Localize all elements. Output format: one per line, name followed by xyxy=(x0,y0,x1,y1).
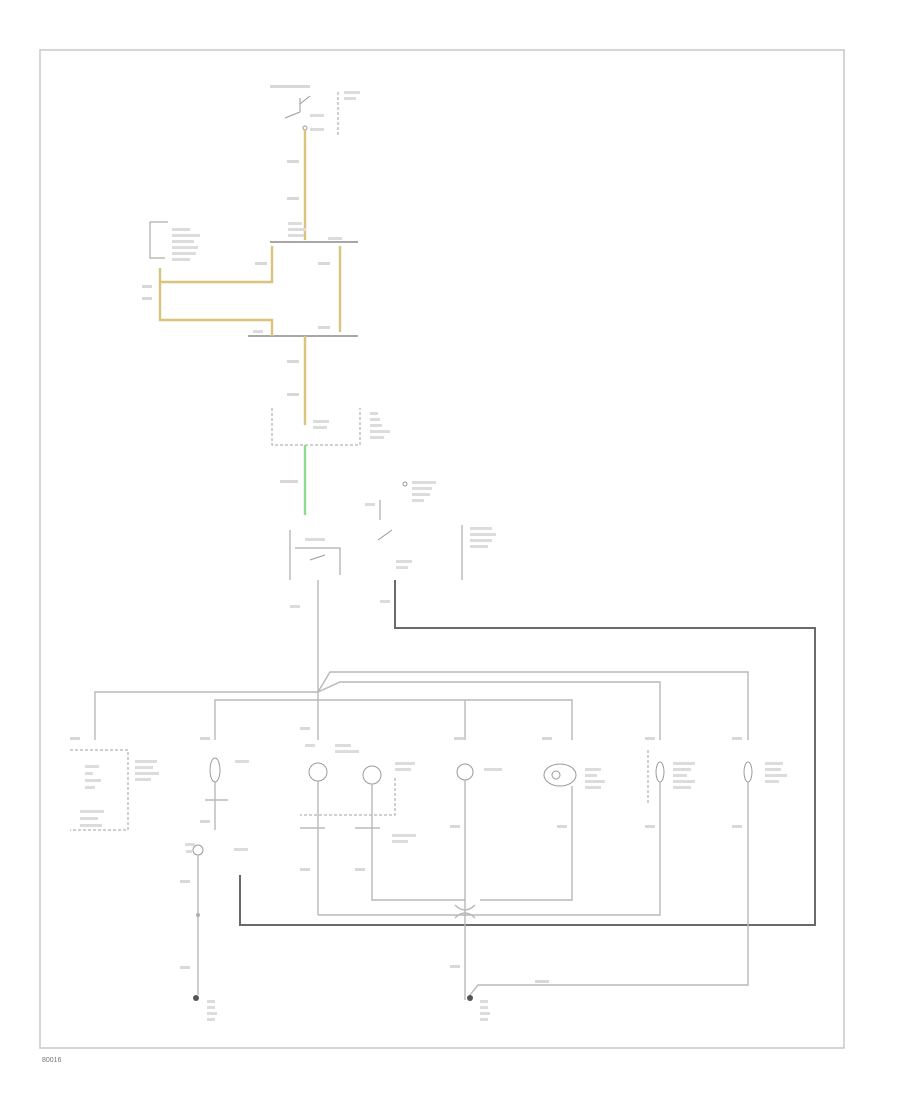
green-wire-tag xyxy=(280,480,298,483)
lamp-3 xyxy=(300,744,359,915)
module-left xyxy=(70,749,159,831)
dist-bus-outer xyxy=(94,691,318,740)
jumper-tags xyxy=(142,262,330,329)
diagram-frame xyxy=(39,49,845,1049)
dist-bus-a xyxy=(317,671,749,740)
dimmer-box xyxy=(271,408,390,446)
ground-left xyxy=(180,855,217,1021)
feed-mid-tags xyxy=(287,360,299,396)
lamp-2 xyxy=(185,757,249,856)
left-switch xyxy=(289,530,341,608)
feed-wire-tags xyxy=(287,160,299,200)
lamp-8 xyxy=(469,761,787,996)
lamp-7 xyxy=(318,750,695,916)
left-connector xyxy=(149,221,200,261)
yellow-jumper-upper xyxy=(158,246,274,284)
dark-wire-right-loop xyxy=(239,580,816,926)
yellow-jumper-lower xyxy=(158,282,274,336)
dist-bus-c xyxy=(214,699,573,740)
wire-crossover xyxy=(454,904,476,919)
dist-bus-b xyxy=(317,681,661,740)
lamp-4 xyxy=(300,762,465,901)
fuse-block-tags xyxy=(253,222,342,333)
top-switch xyxy=(270,85,360,135)
lamp-6 xyxy=(480,763,605,901)
footer-code: 80016 xyxy=(42,1057,62,1064)
lamp-5 xyxy=(450,763,502,1000)
right-switch xyxy=(365,481,496,603)
ground-right xyxy=(467,995,490,1021)
branch-tags xyxy=(70,727,742,740)
